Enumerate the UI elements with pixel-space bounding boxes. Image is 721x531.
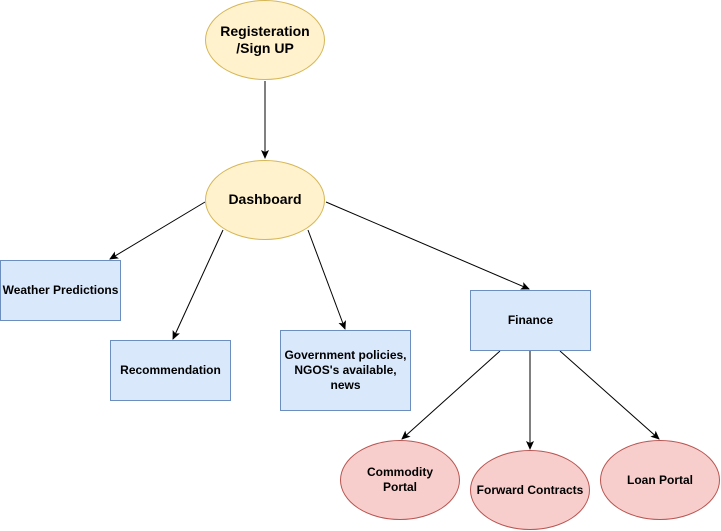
loan-portal-node[interactable]: Loan Portal bbox=[600, 440, 720, 520]
dashboard-node[interactable]: Dashboard bbox=[205, 160, 325, 240]
forward-contracts-node[interactable]: Forward Contracts bbox=[470, 450, 590, 530]
government-policies-node[interactable]: Government policies, NGOS's available, n… bbox=[280, 330, 411, 411]
edge-finance-loan bbox=[559, 350, 660, 440]
registration-signup-node[interactable]: Registeration /Sign UP bbox=[205, 0, 325, 80]
edge-dashboard-recommendation bbox=[172, 229, 224, 340]
weather-predictions-node[interactable]: Weather Predictions bbox=[0, 260, 121, 321]
recommendation-node[interactable]: Recommendation bbox=[110, 340, 231, 401]
edge-finance-commodity bbox=[401, 350, 501, 440]
edge-dashboard-weather bbox=[109, 201, 206, 260]
edge-dashboard-government bbox=[307, 229, 346, 330]
finance-node[interactable]: Finance bbox=[470, 290, 591, 351]
commodity-portal-node[interactable]: Commodity Portal bbox=[340, 440, 460, 520]
edge-dashboard-finance bbox=[325, 201, 530, 290]
